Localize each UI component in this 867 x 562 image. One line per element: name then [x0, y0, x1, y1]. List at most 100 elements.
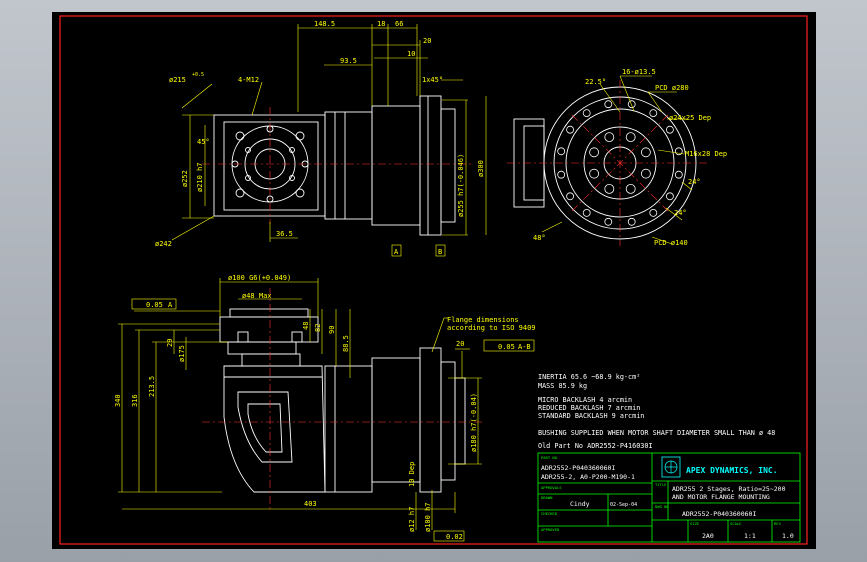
side-view-elbow-housing: [223, 365, 326, 493]
dim-340: 340: [114, 394, 122, 407]
dim-88-5: 88.5: [342, 335, 350, 352]
side-view: [219, 308, 466, 493]
dim-22-5deg: 22.5°: [585, 78, 606, 86]
dim-10: 10: [407, 50, 415, 58]
dim-16-holes: 16-ø13.5: [622, 68, 656, 76]
bolt-hole: [649, 109, 658, 117]
label-rev: REV: [774, 521, 782, 526]
dim-d215-tol: +0.5: [192, 72, 204, 78]
dim-d300: ø300: [477, 160, 485, 177]
part-no-2: ADR255-2, A0-P200-M190-1: [541, 473, 635, 481]
title-line-2: AND MOTOR FLANGE MOUNTING: [672, 493, 770, 501]
dim-slot: ø24x25 Dep: [669, 114, 711, 122]
note-standard-backlash: STANDARD BACKLASH 9 arcmin: [538, 412, 644, 420]
dim-24deg-b: 24°: [674, 209, 687, 217]
end-view-dimension-labels: 22.5° 16-ø13.5 PCD ø280 ø24x25 Dep M16x2…: [533, 68, 727, 247]
top-view-gear-body: [324, 111, 373, 220]
title-line-1: ADR255 2 Stages, Ratio=25~200: [672, 485, 786, 493]
bolt-hole: [627, 217, 636, 226]
dim-4-m12: 4-M12: [238, 76, 259, 84]
datum-b: B: [438, 248, 442, 256]
spec-notes: INERTIA 65.6 ~68.9 kg-cm² MASS 85.9 kg M…: [538, 373, 775, 450]
side-view-dimension-labels: ø100 G6(+0.049) ø48 Max 0.05 A 340 316 2…: [114, 274, 536, 541]
bolt-hole: [649, 208, 658, 217]
label-approved: APPROVED: [541, 527, 560, 532]
top-view-dimensions: [171, 24, 487, 257]
dim-pcd280: PCD ø280: [655, 84, 689, 92]
dim-20: 20: [423, 37, 431, 45]
dwg-no: ADR2552-P040360060I: [682, 510, 756, 518]
top-view-output-flange: [419, 95, 442, 236]
sheet-scale: 1:1: [744, 532, 756, 540]
company-logo: [664, 460, 678, 474]
top-view: [213, 95, 456, 236]
tol-0-05-b: 0.05: [498, 343, 515, 351]
flange-note-2: according to ISO 9409: [447, 324, 536, 332]
bolt-hole: [666, 125, 674, 134]
dim-48deg: 48°: [533, 234, 546, 242]
bolt-hole: [604, 100, 613, 109]
dim-29: 29: [166, 339, 174, 347]
dim-d255h7: ø255 h7(-0.046): [457, 154, 465, 217]
dim-thread: M16x28 Dep: [685, 150, 727, 158]
tapped-hole: [589, 147, 599, 158]
tol-datum-ab: A-B: [518, 343, 531, 351]
dim-10-dep: 10 Dep: [408, 462, 416, 487]
company-name: APEX DYNAMICS, INC.: [686, 466, 778, 475]
end-view-dimensions: [541, 75, 693, 245]
note-old-part: Old Part No ADR2552-P416030I: [538, 442, 653, 450]
dim-chamfer: 1x45°: [422, 76, 443, 84]
tapped-hole: [641, 168, 651, 179]
dim-d12h7: ø12 h7: [408, 507, 416, 532]
dim-93-5: 93.5: [340, 57, 357, 65]
datum-a: A: [394, 248, 399, 256]
dim-48: 48: [302, 322, 310, 330]
company-logo-box: [661, 456, 681, 478]
dim-d100h7: ø100 h7: [424, 502, 432, 532]
tapped-hole: [625, 132, 636, 142]
dim-d252: ø252: [181, 170, 189, 187]
dim-45deg: 45°: [197, 138, 210, 146]
bolt-hole: [582, 109, 591, 117]
end-view-bolt-holes: [557, 100, 683, 226]
note-inertia: INERTIA 65.6 ~68.9 kg-cm²: [538, 373, 640, 381]
bolt-hole: [604, 217, 613, 226]
tapped-hole: [589, 168, 599, 179]
label-size: SIZE: [690, 521, 700, 526]
bolt-hole: [566, 192, 574, 201]
drawing-canvas[interactable]: 148.5 18 66 20 93.5 10 1x45° ø215 +0.5 4…: [52, 12, 816, 549]
bolt-hole: [582, 208, 591, 217]
note-micro-backlash: MICRO BACKLASH 4 arcmin: [538, 396, 632, 404]
bolt-hole: [666, 192, 674, 201]
tol-0-05: 0.05: [146, 301, 163, 309]
title-block-text: PART NO ADR2552-P040360060I ADR255-2, A0…: [541, 455, 794, 540]
dim-d180h7: ø180 h7(-0.04): [470, 393, 478, 452]
flange-note-1: Flange dimensions: [447, 316, 519, 324]
dim-213-5: 213.5: [148, 376, 156, 397]
dim-90: 90: [328, 326, 336, 334]
dim-d242: ø242: [155, 240, 172, 248]
drawing-svg: 148.5 18 66 20 93.5 10 1x45° ø215 +0.5 4…: [59, 15, 808, 545]
note-reduced-backlash: REDUCED BACKLASH 7 arcmin: [538, 404, 640, 412]
title-block: [537, 452, 801, 543]
tapped-hole: [641, 147, 651, 158]
dim-d175: ø175: [178, 345, 186, 362]
label-dwg-no: DWG NO: [655, 504, 669, 509]
label-checked: CHECKED: [541, 511, 558, 516]
dim-pcd140: PCD ø140: [654, 239, 688, 247]
tol-datum-a: A: [168, 301, 173, 309]
drawn-by: Cindy: [570, 500, 590, 508]
bolt-hole: [557, 170, 566, 179]
bolt-hole: [557, 147, 566, 156]
bolt-hole: [674, 147, 683, 156]
tapped-hole: [625, 183, 636, 194]
side-view-centerlines: [202, 288, 482, 512]
dim-403: 403: [304, 500, 317, 508]
dim-20-side: 20: [456, 340, 464, 348]
note-bushing: BUSHING SUPPLIED WHEN MOTOR SHAFT DIAMET…: [538, 429, 775, 437]
dim-148-5: 148.5: [314, 20, 335, 28]
dim-36-5: 36.5: [276, 230, 293, 238]
end-view-centerlines: [507, 80, 707, 246]
bolt-hole: [566, 125, 574, 134]
